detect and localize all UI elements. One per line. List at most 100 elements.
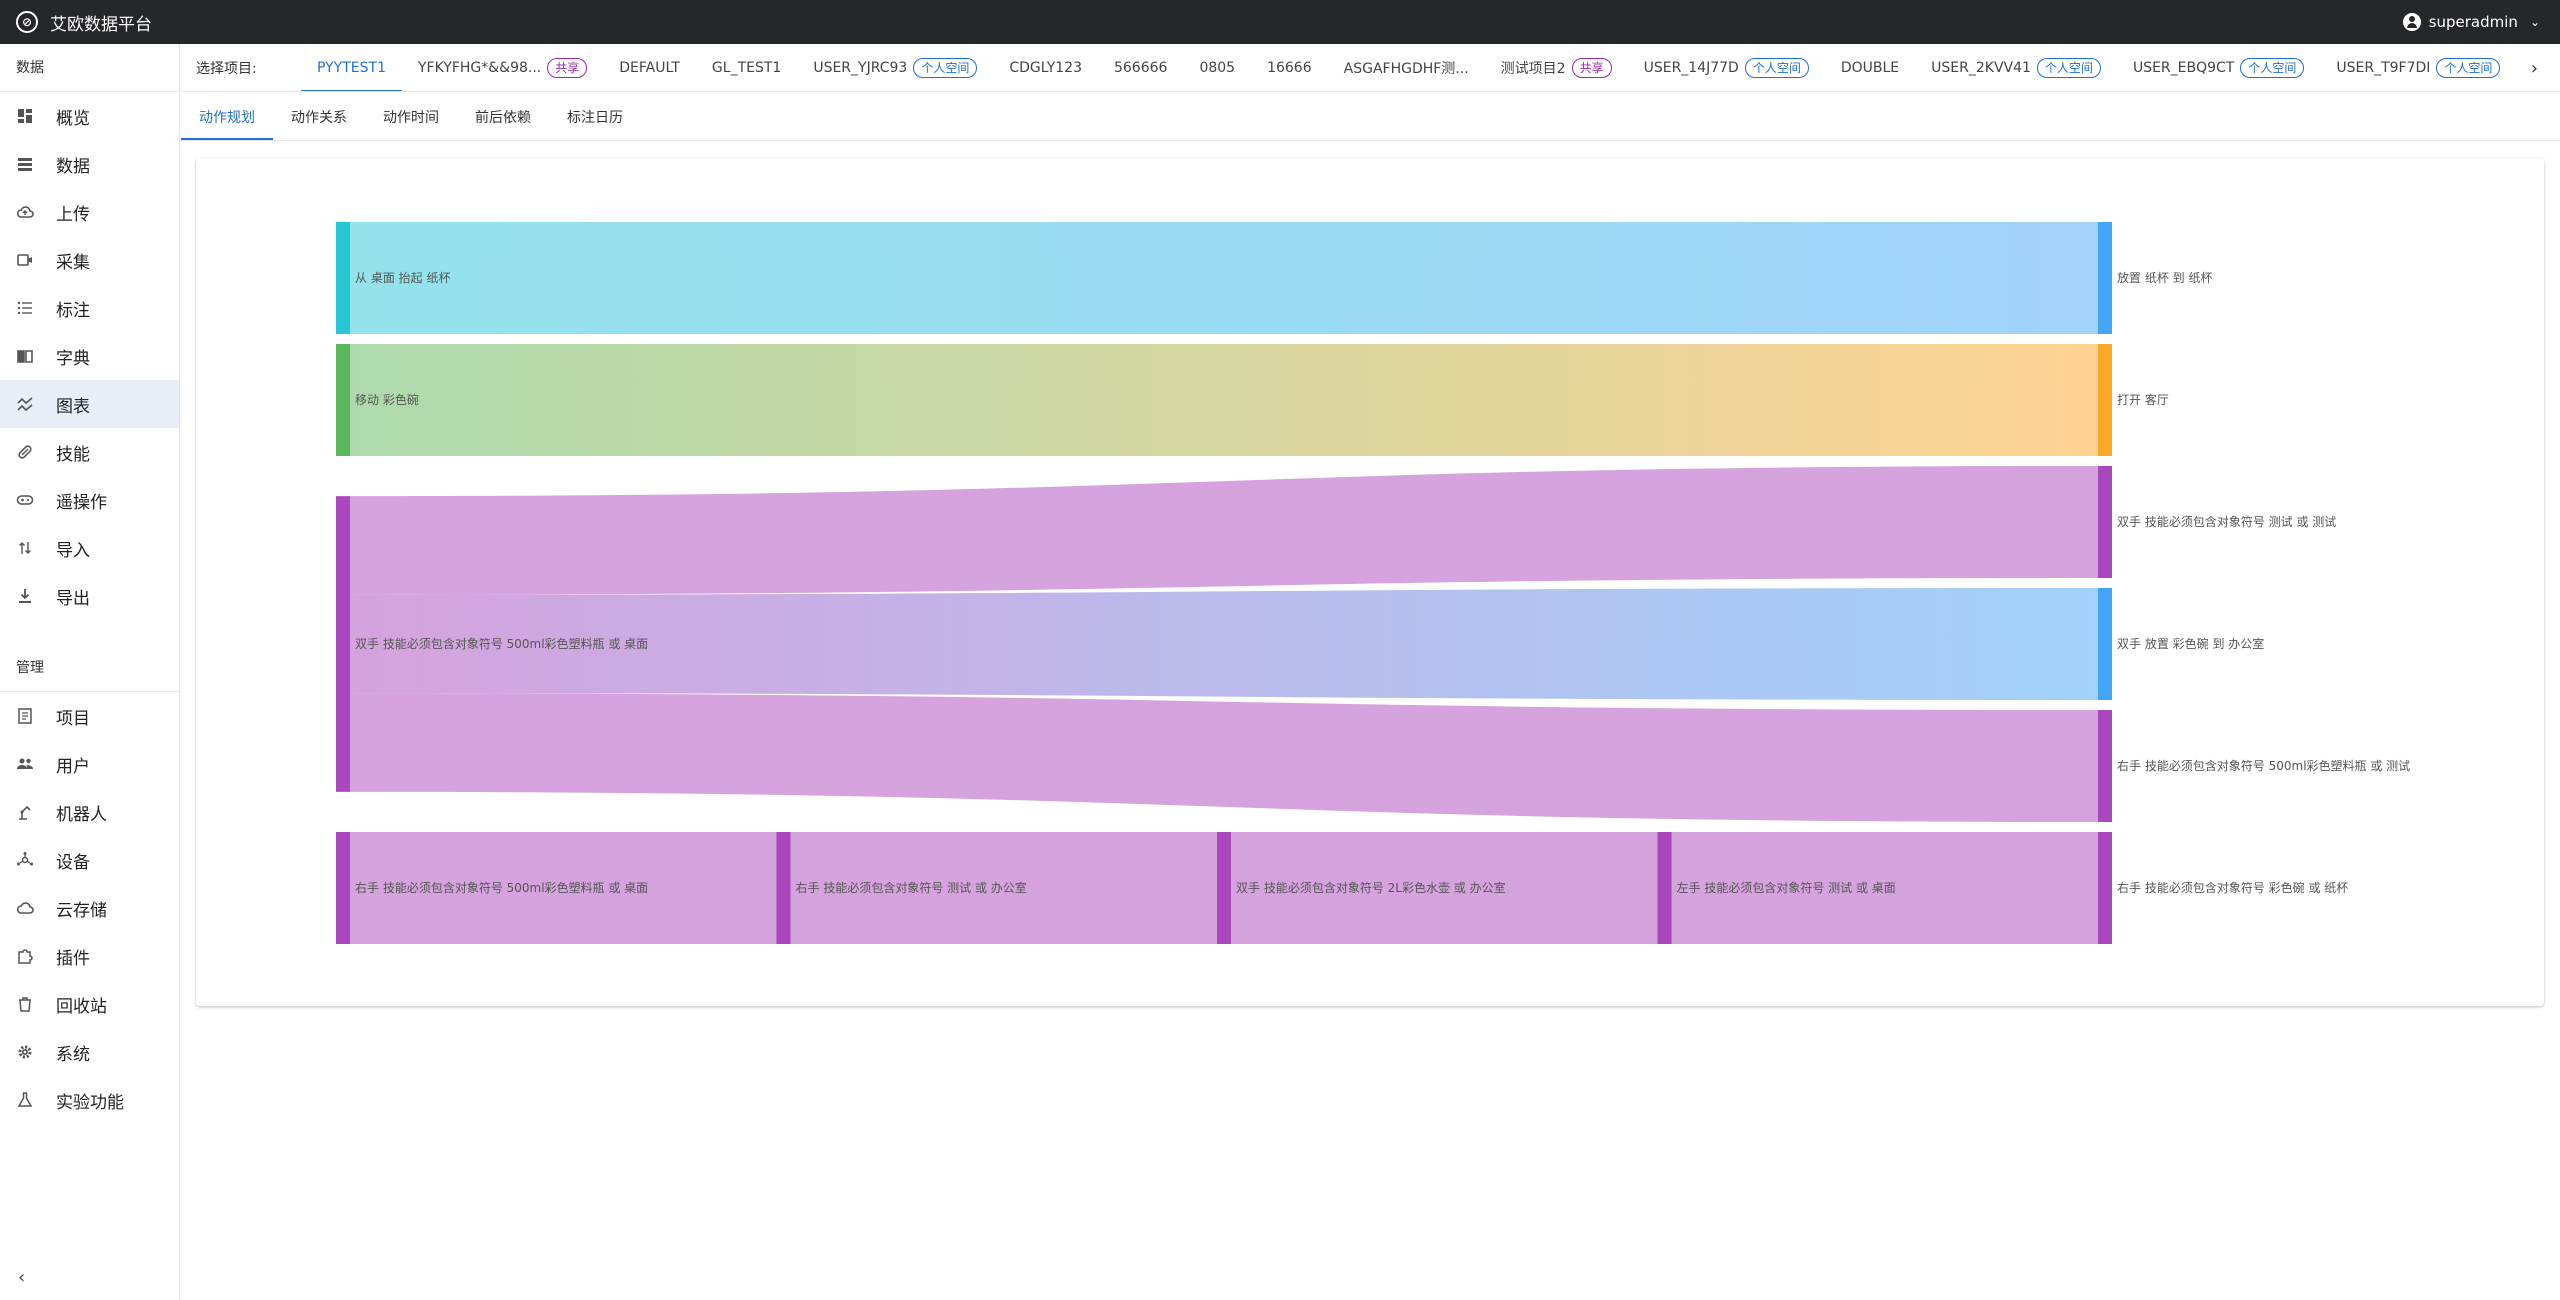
sidebar-item-label: 上传 [56, 204, 90, 225]
sidebar-item-users[interactable]: 用户 [0, 740, 179, 788]
pill-icon [16, 443, 34, 461]
sidebar-section-gap [0, 620, 179, 644]
sankey-node[interactable] [336, 344, 350, 456]
project-tab-name: GL_TEST1 [711, 59, 782, 76]
project-tab-name: USER_2KVV41 [1931, 59, 2031, 76]
sankey-node[interactable] [2098, 710, 2112, 822]
sidebar-item-label: 设备 [56, 852, 90, 873]
sidebar-item-list[interactable]: 数据 [0, 140, 179, 188]
sankey-node-label: 右手 技能必须包含对象符号 500ml彩色塑料瓶 或 测试 [2117, 758, 2410, 773]
sankey-node[interactable] [2098, 344, 2112, 456]
sankey-link[interactable] [350, 832, 777, 944]
sankey-node[interactable] [336, 222, 350, 334]
project-tab-name: YFKYFHG*&&98... [417, 59, 542, 76]
sidebar-item-pill[interactable]: 技能 [0, 428, 179, 476]
project-tab[interactable]: DOUBLE [1825, 44, 1915, 91]
sidebar-item-trash[interactable]: 回收站 [0, 980, 179, 1028]
sankey-link[interactable] [1231, 832, 1658, 944]
chart-icon [16, 395, 34, 413]
sankey-node[interactable] [2098, 466, 2112, 578]
sankey-link[interactable] [1671, 832, 2099, 944]
sankey-node-label: 右手 技能必须包含对象符号 500ml彩色塑料瓶 或 桌面 [355, 880, 648, 895]
sidebar-item-chart[interactable]: 图表 [0, 380, 179, 428]
sidebar-item-label: 遥操作 [56, 492, 107, 513]
subtab[interactable]: 前后依赖 [475, 109, 531, 126]
subtab[interactable]: 动作规划 [181, 93, 273, 140]
sankey-node[interactable] [336, 496, 350, 792]
sidebar-item-hub[interactable]: 设备 [0, 836, 179, 884]
personal-badge: 个人空间 [913, 57, 978, 78]
sidebar-item-label: 机器人 [56, 804, 107, 825]
sidebar-item-puzzle[interactable]: 插件 [0, 932, 179, 980]
subtab[interactable]: 动作时间 [383, 109, 439, 126]
sidebar-item-document[interactable]: 项目 [0, 692, 179, 740]
sidebar-item-video-camera[interactable]: 采集 [0, 236, 179, 284]
subtab[interactable]: 标注日历 [567, 109, 623, 126]
subtab[interactable]: 动作关系 [291, 109, 347, 126]
checklist-icon [16, 299, 34, 317]
sidebar-item-label: 云存储 [56, 900, 107, 921]
puzzle-icon [16, 947, 34, 965]
hub-icon [16, 851, 34, 869]
sankey-node-label: 从 桌面 抬起 纸杯 [355, 271, 450, 285]
sankey-link[interactable] [350, 222, 2098, 334]
project-tab-name: USER_14J77D [1643, 59, 1739, 76]
sankey-node[interactable] [2098, 222, 2112, 334]
project-tab[interactable]: GL_TEST1 [696, 44, 797, 91]
sankey-link[interactable] [350, 344, 2098, 456]
sidebar-item-download[interactable]: 导出 [0, 572, 179, 620]
project-tab[interactable]: 566666 [1098, 44, 1183, 91]
sidebar-item-gamepad[interactable]: 遥操作 [0, 476, 179, 524]
sidebar-item-flask[interactable]: 实验功能 [0, 1076, 179, 1124]
sidebar: 数据概览数据上传采集标注字典图表技能遥操作导入导出管理项目用户机器人设备云存储插… [0, 44, 180, 1300]
robot-arm-icon [16, 803, 34, 821]
project-tab[interactable]: ASGAFHGDHF测... [1328, 44, 1485, 91]
project-tab[interactable]: 0805 [1183, 44, 1251, 91]
sankey-node-label: 放置 纸杯 到 纸杯 [2117, 270, 2212, 285]
sidebar-item-label: 用户 [56, 756, 90, 777]
scroll-right-chevron-icon[interactable]: › [2516, 58, 2538, 79]
sankey-node-label: 双手 技能必须包含对象符号 500ml彩色塑料瓶 或 桌面 [355, 636, 648, 651]
sankey-node[interactable] [1217, 832, 1231, 944]
sidebar-item-book[interactable]: 字典 [0, 332, 179, 380]
sankey-link[interactable] [350, 466, 2098, 595]
project-tab[interactable]: PYYTEST1 [301, 44, 402, 91]
project-tab[interactable]: USER_YJRC93 个人空间 [797, 44, 993, 91]
sidebar-item-swap[interactable]: 导入 [0, 524, 179, 572]
project-tab[interactable]: DEFAULT [603, 44, 696, 91]
sankey-node[interactable] [336, 832, 350, 944]
sankey-link[interactable] [790, 832, 1218, 944]
sidebar-item-gear[interactable]: 系统 [0, 1028, 179, 1076]
sidebar-item-dashboard[interactable]: 概览 [0, 92, 179, 140]
user-menu[interactable]: superadmin ⌄ [2402, 0, 2540, 44]
sankey-node[interactable] [2098, 832, 2112, 944]
list-icon [16, 155, 34, 173]
share-badge: 共享 [1571, 57, 1612, 78]
sankey-node[interactable] [2098, 588, 2112, 700]
sankey-link[interactable] [350, 693, 2098, 822]
app-title: 艾欧数据平台 [50, 14, 152, 35]
project-tab[interactable]: YFKYFHG*&&98...共享 [402, 44, 603, 91]
sidebar-item-cloud-upload[interactable]: 上传 [0, 188, 179, 236]
collapse-sidebar-chevron-left-icon[interactable]: ‹ [18, 1267, 26, 1288]
sankey-node[interactable] [776, 832, 791, 944]
sankey-node-label: 移动 彩色碗 [355, 392, 419, 407]
project-tab[interactable]: 16666 [1251, 44, 1328, 91]
sankey-node-label: 双手 技能必须包含对象符号 2L彩色水壶 或 办公室 [1236, 880, 1506, 895]
project-tab[interactable]: CDGLY123 [993, 44, 1098, 91]
sidebar-item-cloud[interactable]: 云存储 [0, 884, 179, 932]
sankey-node[interactable] [1657, 832, 1672, 944]
sidebar-item-robot-arm[interactable]: 机器人 [0, 788, 179, 836]
project-tab-name: 0805 [1199, 59, 1236, 76]
sankey-link[interactable] [350, 588, 2098, 700]
project-tab-name: USER_YJRC93 [813, 59, 908, 76]
sidebar-item-checklist[interactable]: 标注 [0, 284, 179, 332]
sidebar-item-label: 导出 [56, 588, 90, 609]
